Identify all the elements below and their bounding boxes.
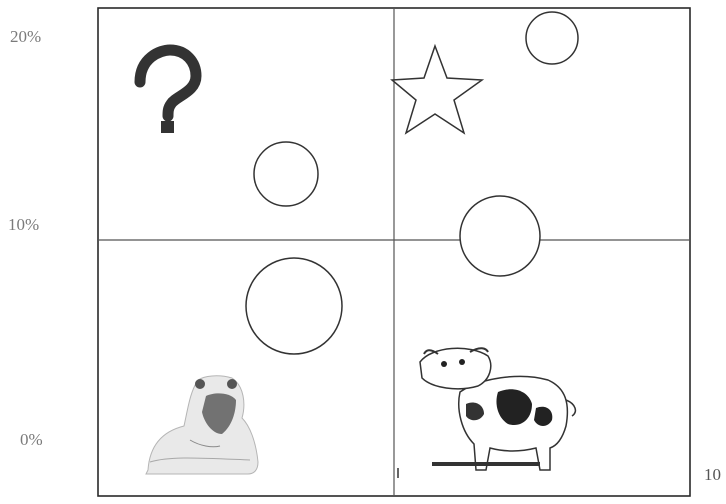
bubble-bottom-left-large <box>246 258 342 354</box>
bubble-top-right-small <box>526 12 578 64</box>
y-tick-label-bottom: 0% <box>20 430 43 450</box>
bubble-right-center <box>460 196 540 276</box>
cow-icon <box>398 348 575 478</box>
x-tick-label-right: 10 <box>704 465 721 485</box>
star-icon <box>392 46 482 133</box>
y-tick-label-middle: 10% <box>8 215 39 235</box>
dog-icon <box>146 376 258 474</box>
y-tick-label-top: 20% <box>10 27 41 47</box>
bubble-top-left <box>254 142 318 206</box>
question-mark-icon <box>140 50 196 133</box>
